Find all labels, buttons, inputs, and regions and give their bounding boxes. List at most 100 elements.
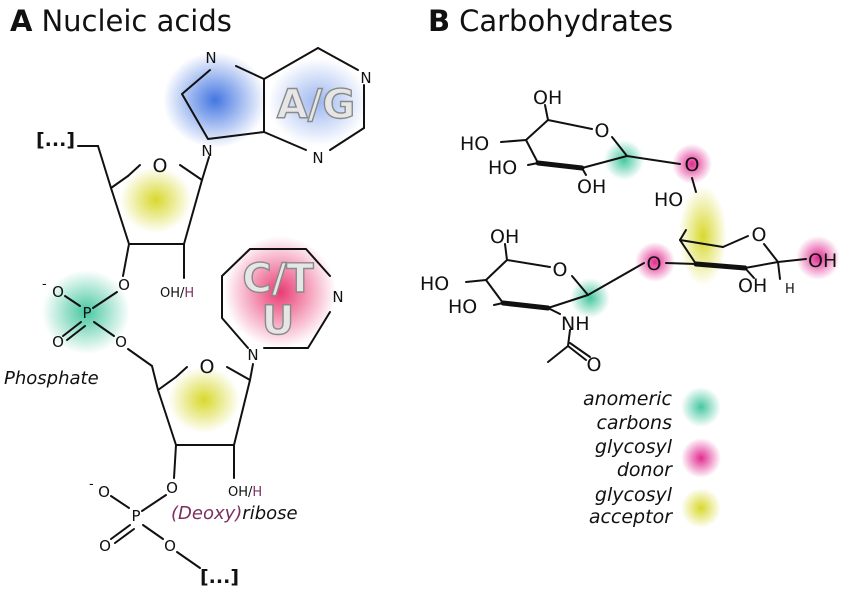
- hydroxyl-bottom-oh: OH/: [228, 485, 253, 500]
- legend-swatch-acceptor: [681, 488, 721, 528]
- pyrimidine-ring: [221, 248, 331, 349]
- pyrimidine-glow: [224, 236, 336, 348]
- legend-swatch-anomeric: [681, 387, 721, 427]
- phosphate-bottom: O P O - O O: [89, 477, 201, 569]
- glcnac-oh6: OH: [490, 226, 519, 248]
- phosphate-top: O P O - O O Phosphate: [4, 276, 153, 389]
- pyrimidine-label-top: C/T: [242, 256, 314, 302]
- anomeric-glow-1: [604, 140, 644, 180]
- sugar-glow-top: [120, 167, 192, 233]
- phosphate-label: Phosphate: [4, 368, 99, 389]
- panel-a-title: Nucleic acids: [41, 4, 231, 38]
- glcnac-ho4: HO: [420, 273, 449, 295]
- hydroxyl-top-oh: OH/: [160, 286, 185, 301]
- phosphate-bottom-o3: O: [166, 479, 178, 497]
- bond-c5-bottom: [151, 365, 159, 391]
- legend-donor-line2: donor: [617, 459, 673, 481]
- legend-anomeric-line2: carbons: [596, 412, 672, 434]
- pyrimidine-n1: N: [247, 346, 258, 364]
- legend-swatch-donor: [681, 438, 721, 478]
- legend: anomeric carbons glycosyl donor glycosyl…: [583, 387, 721, 528]
- phosphate-bottom-o-minus: O: [98, 483, 110, 501]
- donor-glow-3: [796, 236, 840, 280]
- purine-label: A/G: [277, 82, 355, 128]
- glucose-top: OH O HO HO OH: [460, 87, 681, 198]
- glucose-right-h1: H: [785, 282, 795, 297]
- glcnac-ring-o: O: [553, 259, 568, 281]
- ribose-bottom-oxygen: O: [200, 356, 215, 378]
- phosphate-top-charge: -: [42, 277, 47, 292]
- hydroxyl-bottom-h: H: [252, 485, 262, 500]
- acceptor-glow: [679, 186, 727, 286]
- hydroxyl-bottom: OH/H: [228, 485, 262, 500]
- legend-item-donor: glycosyl donor: [595, 436, 721, 481]
- glucose-right: HO O OH OH H: [654, 177, 837, 297]
- glucose-top-ho3: HO: [488, 157, 517, 179]
- legend-donor-line1: glycosyl: [595, 436, 673, 458]
- phosphate-bottom-p: P: [131, 507, 140, 525]
- bond-glycosidic-bottom: [249, 363, 254, 381]
- panel-a-letter: A: [10, 4, 33, 38]
- purine-glow-secondary: [268, 58, 368, 146]
- glycosidic-o-2: O: [647, 253, 662, 275]
- purine-glow: [163, 52, 267, 148]
- phosphate-top-o-double: O: [52, 333, 64, 351]
- donor-glow-2: [635, 242, 675, 282]
- phosphate-bottom-o5: O: [164, 537, 176, 555]
- bond-c5: [97, 145, 112, 189]
- glucose-right-ring-o: O: [752, 224, 767, 246]
- glucose-right-oh2: OH: [738, 275, 767, 297]
- pyrimidine-ring-edge: [263, 47, 319, 80]
- glucose-right-ho6: HO: [654, 189, 683, 211]
- chain-end: [...]: [200, 566, 239, 588]
- legend-acceptor-line1: glycosyl: [595, 484, 673, 506]
- bond-glycosidic-top: [201, 156, 210, 181]
- legend-acceptor-line2: acceptor: [589, 506, 673, 528]
- glycosidic-o-1: O: [685, 154, 700, 176]
- purine-n3: N: [312, 149, 323, 167]
- glycosidic-bond-2: [665, 262, 697, 265]
- ribose-top-oxygen: O: [153, 155, 168, 177]
- glucose-top-ring-o: O: [595, 120, 610, 142]
- sugar-glow-bottom: [168, 367, 240, 433]
- purine-n1: N: [360, 69, 371, 87]
- hydroxyl-top-h: H: [184, 286, 194, 301]
- phosphate-bottom-o-double: O: [99, 537, 111, 555]
- legend-item-acceptor: glycosyl acceptor: [589, 484, 721, 528]
- chain-start: [...]: [36, 129, 75, 151]
- ribose-label-suffix: ribose: [242, 503, 297, 524]
- phosphate-bottom-charge: -: [89, 477, 94, 492]
- glcnac-ho3: HO: [448, 296, 477, 318]
- ribose-top: O: [77, 145, 210, 279]
- imidazole-ring: [181, 69, 265, 140]
- ribose-label: (Deoxy)ribose: [171, 503, 298, 524]
- anomeric-oh-o: O: [808, 250, 823, 272]
- legend-item-anomeric: anomeric carbons: [583, 387, 721, 434]
- panel-b-title: Carbohydrates: [459, 4, 673, 38]
- glycosidic-bond-1: [626, 155, 681, 165]
- phosphate-top-o3: O: [118, 276, 130, 294]
- glcnac-nh: NH: [561, 313, 590, 335]
- ribose-label-prefix: (Deoxy): [171, 503, 242, 524]
- pyrimidine-base: N N C/T U: [221, 248, 344, 364]
- purine-n9: N: [201, 142, 212, 160]
- phosphate-top-o-minus: O: [52, 283, 64, 301]
- purine-base: N N N N A/G: [181, 47, 372, 167]
- anomeric-oh-h: H: [823, 250, 837, 272]
- legend-anomeric-line1: anomeric: [583, 388, 673, 410]
- glucose-top-oh6: OH: [533, 87, 562, 109]
- phosphate-top-o5: O: [115, 333, 127, 351]
- ribose-bottom: O OH/H (Deoxy)ribose: [151, 356, 298, 524]
- glcnac: OH O HO HO NH O: [420, 226, 645, 376]
- bond-c3-o: [122, 243, 130, 277]
- donor-glow-1: [672, 144, 712, 184]
- glucose-top-ho4: HO: [460, 133, 489, 155]
- phosphate-top-p: P: [82, 304, 91, 322]
- purine-n7: N: [205, 49, 216, 67]
- hydroxyl-top: OH/H: [160, 286, 194, 301]
- anomeric-oh: OH: [808, 250, 837, 272]
